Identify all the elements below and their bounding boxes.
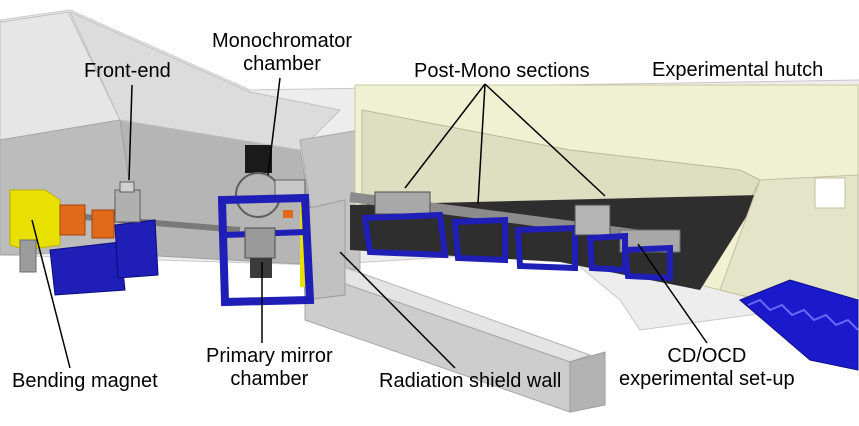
leader-front-end: [128, 84, 133, 181]
frontend-blue-stand: [114, 219, 159, 279]
postmono-blue-table-3: [514, 224, 578, 272]
leader-post-mono-1: [404, 83, 486, 189]
bending-magnet: [9, 189, 126, 296]
frontend-valve-body: [114, 189, 141, 223]
monochromator-assembly: [217, 145, 315, 307]
front-end: [114, 181, 159, 279]
label-line: Bending magnet: [12, 370, 158, 392]
label-line: Post-Mono sections: [414, 60, 590, 82]
leader-monochromator: [267, 77, 281, 176]
hutch-floor-dark: [350, 195, 760, 290]
label-primary-mirror-chamber: Primary mirror chamber: [206, 345, 333, 391]
label-front-end: Front-end: [84, 60, 171, 83]
cdocd-blue-table: [621, 244, 673, 282]
label-radiation-shield-wall: Radiation shield wall: [379, 370, 561, 393]
primary-mirror-base: [250, 258, 272, 278]
label-line: chamber: [243, 53, 321, 75]
postmono-chamber-1: [374, 191, 431, 215]
stairs-steps: [747, 298, 859, 331]
label-line: Front-end: [84, 60, 171, 82]
magnet-orange-coil-2: [91, 209, 115, 239]
label-line: Experimental hutch: [652, 59, 824, 81]
label-line: experimental set-up: [619, 368, 795, 390]
leader-cd-ocd: [637, 243, 708, 344]
shield-wall-end: [569, 351, 606, 413]
primary-mirror-chamber: [244, 227, 276, 259]
leader-post-mono-3: [484, 83, 606, 197]
postmono-blue-table-2: [451, 216, 508, 264]
mono-blue-frame: [217, 193, 315, 307]
label-experimental-hutch: Experimental hutch: [652, 59, 823, 82]
tunnel-roof: [68, 11, 342, 151]
label-bending-magnet: Bending magnet: [12, 370, 158, 393]
leader-post-mono-2: [477, 83, 486, 205]
postmono-chamber-2: [574, 204, 611, 236]
magnet-blue-stand: [49, 241, 126, 296]
radiation-shield-wall: [299, 199, 606, 413]
magnet-support: [19, 239, 37, 273]
frontend-valve-top: [119, 181, 135, 193]
magnet-yellow-body: [9, 189, 61, 251]
leader-shield: [339, 251, 456, 369]
hutch-window: [814, 177, 846, 209]
postmono-blue-table-1: [361, 211, 449, 259]
stairs-body: [739, 279, 859, 371]
mono-orange-part: [283, 210, 293, 218]
monochromator-black-box: [245, 145, 272, 173]
leader-bending-magnet: [31, 219, 71, 369]
label-monochromator-chamber: Monochromator chamber: [212, 30, 352, 76]
label-line: chamber: [230, 368, 309, 390]
label-line: Monochromator: [212, 30, 353, 52]
post-mono-sections: [361, 191, 673, 282]
label-line: CD/OCD: [667, 345, 747, 367]
label-line: Radiation shield wall: [379, 370, 562, 392]
experimental-hutch: [350, 84, 859, 301]
stairs: [739, 279, 859, 371]
label-cd-ocd-setup: CD/OCD experimental set-up: [619, 345, 795, 391]
label-post-mono-sections: Post-Mono sections: [414, 60, 590, 83]
magnet-orange-coil-1: [59, 204, 86, 236]
leader-lines: [31, 77, 708, 369]
label-line: Primary mirror: [206, 345, 333, 367]
